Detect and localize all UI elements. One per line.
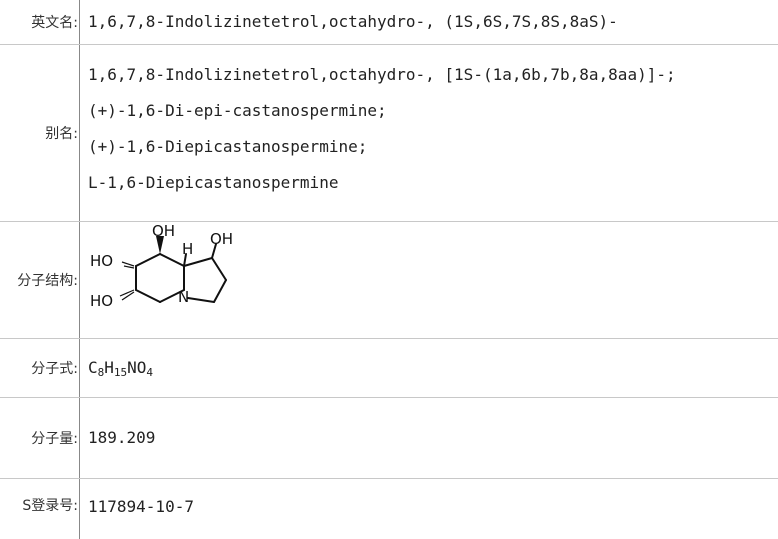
formula-value: C8H15NO4 xyxy=(88,339,778,397)
atom-n: N xyxy=(178,288,189,306)
weight-label: 分子量: xyxy=(0,398,80,478)
row-formula: 分子式: C8H15NO4 xyxy=(0,339,778,398)
cas-number: 117894-10-7 xyxy=(88,497,194,516)
atom-h: H xyxy=(182,240,193,258)
molecular-weight: 189.209 xyxy=(88,428,156,447)
molecular-formula: C8H15NO4 xyxy=(88,350,778,386)
cas-value: 117894-10-7 xyxy=(88,479,778,539)
row-structure: 分子结构: xyxy=(0,222,778,339)
cas-label: S登录号: xyxy=(0,479,80,539)
formula-subscript: 15 xyxy=(113,366,128,379)
english-name-value: 1,6,7,8-Indolizinetetrol,octahydro-, (1S… xyxy=(88,0,778,44)
atom-ho-bottom: HO xyxy=(90,292,113,310)
formula-subscript: 4 xyxy=(146,366,154,379)
formula-label: 分子式: xyxy=(0,339,80,397)
row-aliases: 别名: 1,6,7,8-Indolizinetetrol,octahydro-,… xyxy=(0,45,778,222)
structure-label: 分子结构: xyxy=(0,222,80,338)
alias-item: (+)-1,6-Di-epi-castanospermine; xyxy=(88,101,387,120)
formula-part: H xyxy=(104,358,114,377)
alias-item: 1,6,7,8-Indolizinetetrol,octahydro-, [1S… xyxy=(88,65,676,84)
formula-subscript: 8 xyxy=(97,366,105,379)
aliases-label: 别名: xyxy=(0,45,80,221)
row-english-name: 英文名: 1,6,7,8-Indolizinetetrol,octahydro-… xyxy=(0,0,778,45)
english-name-label: 英文名: xyxy=(0,0,80,44)
formula-part: C xyxy=(88,358,98,377)
weight-value: 189.209 xyxy=(88,398,778,478)
atom-ho-mid: HO xyxy=(90,252,113,270)
structure-value: OH H OH HO HO N xyxy=(88,222,778,338)
aliases-values: 1,6,7,8-Indolizinetetrol,octahydro-, [1S… xyxy=(88,45,778,221)
alias-item: (+)-1,6-Diepicastanospermine; xyxy=(88,137,368,156)
molecule-structure-image: OH H OH HO HO N xyxy=(90,222,233,310)
alias-item: L-1,6-Diepicastanospermine xyxy=(88,173,339,192)
english-name-text: 1,6,7,8-Indolizinetetrol,octahydro-, (1S… xyxy=(88,12,618,31)
row-weight: 分子量: 189.209 xyxy=(0,398,778,479)
formula-part: NO xyxy=(127,358,147,377)
row-cas: S登录号: 117894-10-7 xyxy=(0,479,778,539)
atom-oh-right: OH xyxy=(210,230,233,248)
atom-oh-top: OH xyxy=(152,222,175,240)
